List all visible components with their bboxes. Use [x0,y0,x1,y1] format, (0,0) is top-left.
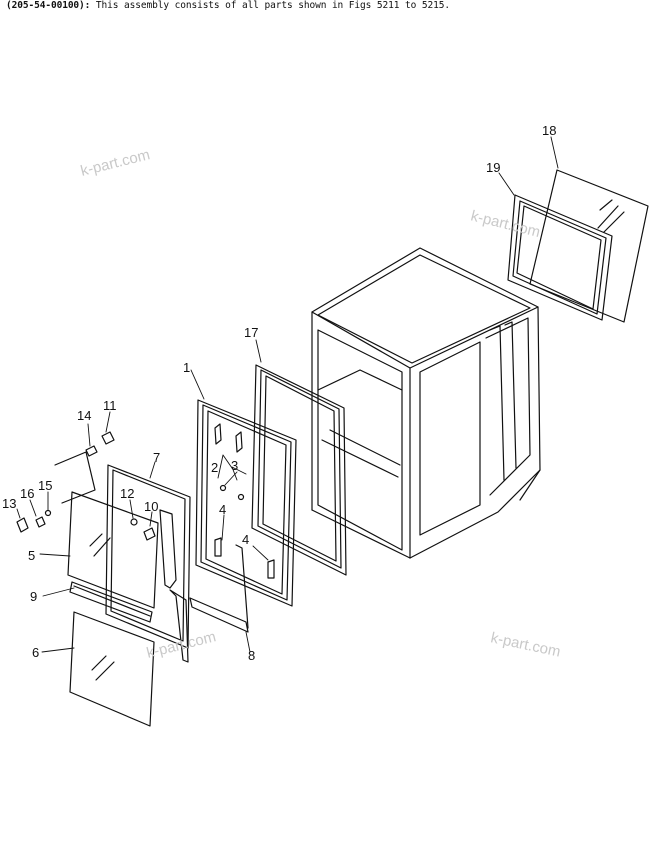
header-note: (205-54-00100): This assembly consists o… [6,0,450,11]
callout-18: 18 [542,123,556,138]
callout-3: 3 [231,458,238,473]
callout-15: 15 [38,478,52,493]
watermark-4: k-part.com [489,629,562,660]
callout-labels: 1 2 3 4 4 5 6 7 8 9 10 11 12 13 14 15 16… [2,123,556,663]
part-7-window-frame [105,464,191,649]
part-17-side-seal [251,364,347,576]
callout-2: 2 [211,460,218,475]
callout-19: 19 [486,160,500,175]
callout-14: 14 [77,408,91,423]
leader-lines [16,136,559,653]
cab-frame [311,247,541,559]
callout-8: 8 [248,648,255,663]
assembly-code: (205-54-00100): [6,0,91,11]
callout-7: 7 [153,450,160,465]
watermark-3: k-part.com [145,628,218,662]
watermark-2: k-part.com [469,207,542,241]
small-hardware [16,431,156,541]
callout-9: 9 [30,589,37,604]
assembly-description: This assembly consists of all parts show… [95,0,450,11]
part-6-lower-glass [69,611,155,727]
part-18-rear-glass [529,169,649,323]
callout-13: 13 [2,496,16,511]
callout-16: 16 [20,486,34,501]
part-1-door-frame [195,399,297,607]
callout-17: 17 [244,325,258,340]
callout-4a: 4 [219,502,226,517]
part-5-upper-glass [67,491,159,609]
watermark-1: k-part.com [79,146,152,180]
callout-1: 1 [183,360,190,375]
callout-10: 10 [144,499,158,514]
callout-5: 5 [28,548,35,563]
callout-4b: 4 [242,532,249,547]
part-19-rear-seal [507,194,613,321]
callout-11: 11 [103,398,117,413]
callout-6: 6 [32,645,39,660]
part-8-seal-strip [169,544,249,663]
callout-12: 12 [120,486,134,501]
